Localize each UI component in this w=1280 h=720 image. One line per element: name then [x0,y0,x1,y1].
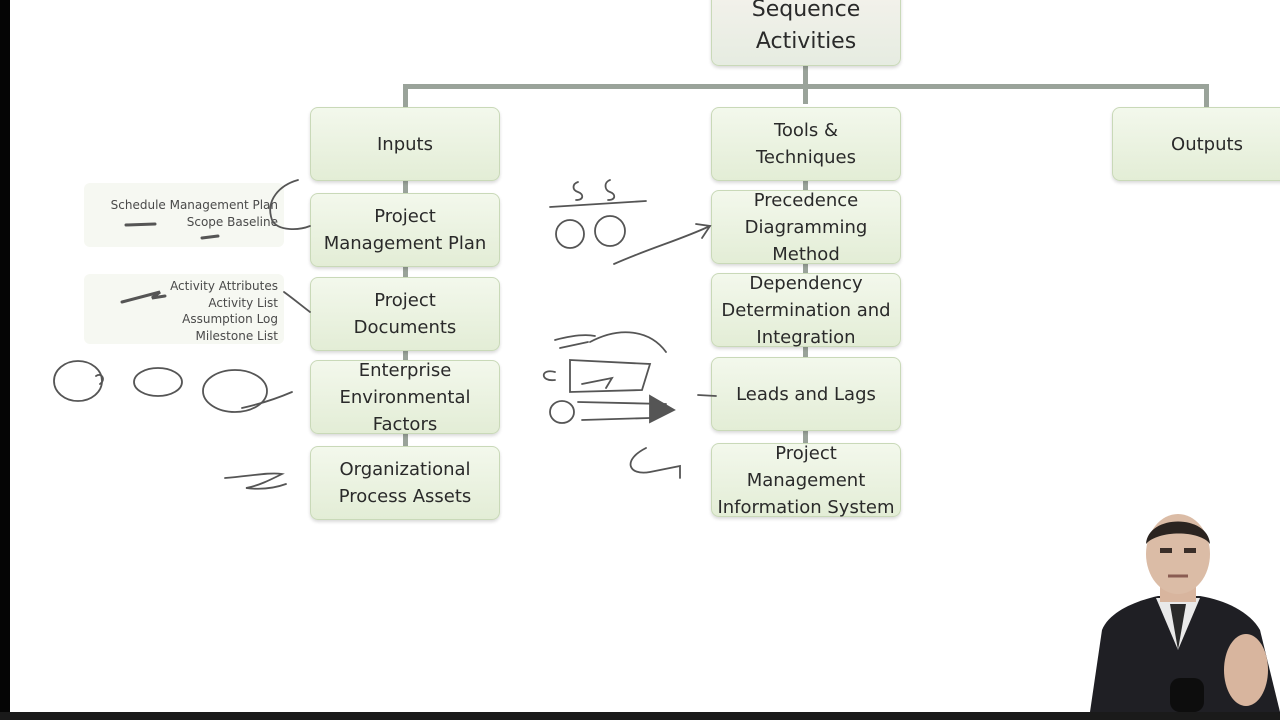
input-organizational-process-assets: Organizational Process Assets [310,446,500,520]
outputs-header-node: Outputs [1112,107,1280,181]
input-label: Project Documents [353,290,457,338]
note-line: Activity List [208,295,278,310]
inputs-header-node: Inputs [310,107,500,181]
tool-dependency-determination: Dependency Determination and Integration [711,273,901,348]
note-line: Milestone List [195,328,278,343]
tool-label: Project Management Information System [717,442,895,518]
sequence-activities-label: Sequence Activities [751,0,861,54]
tools-header-node: Tools & Techniques [711,107,901,181]
input-project-management-plan: Project Management Plan [310,193,500,267]
presenter-video [1050,500,1280,712]
note-line: Activity Attributes [170,279,278,293]
input-enterprise-environmental-factors: Enterprise Environmental Factors [310,360,500,435]
note-line: Scope Baseline [186,214,278,229]
documents-components-note: Activity Attributes Activity List Assump… [84,274,284,344]
tool-pmis: Project Management Information System [711,443,901,518]
left-frame-border [0,0,10,720]
tool-leads-and-lags: Leads and Lags [711,357,901,431]
tool-precedence-diagramming-method: Precedence Diagramming Method [711,190,901,265]
slide-canvas: Sequence Activities Inputs Tools & Techn… [10,0,1280,712]
connector-inputs-down [403,84,408,108]
input-project-documents: Project Documents [310,277,500,351]
tools-header-label: Tools & Techniques [755,120,856,168]
tool-label: Precedence Diagramming Method [744,189,868,265]
tool-label: Leads and Lags [736,383,876,405]
input-label: Project Management Plan [323,206,487,254]
connector-horizontal [403,84,1209,89]
plan-components-note: Schedule Management Plan Scope Baseline [84,183,284,247]
sequence-activities-node: Sequence Activities [711,0,901,66]
bottom-frame-border [0,712,1280,720]
inputs-header-label: Inputs [377,133,433,155]
connector-outputs-down [1204,84,1209,108]
note-line: Assumption Log [182,312,278,326]
tool-label: Dependency Determination and Integration [721,272,891,348]
outputs-header-label: Outputs [1171,133,1243,155]
input-label: Enterprise Environmental Factors [339,359,471,435]
input-label: Organizational Process Assets [338,459,472,507]
note-line: Schedule Management Plan [110,198,278,212]
